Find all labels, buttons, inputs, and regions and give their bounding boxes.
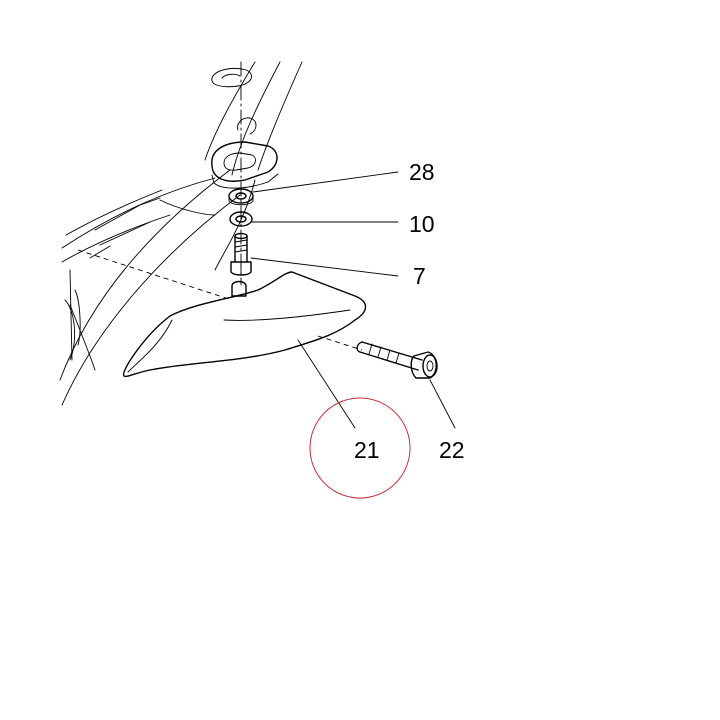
washer-28 xyxy=(228,188,254,206)
washer-10 xyxy=(229,211,253,227)
leader-line-21 xyxy=(297,339,356,429)
callout-28: 28 xyxy=(409,159,435,185)
mounting-stud xyxy=(231,280,247,297)
callout-22: 22 xyxy=(439,437,465,463)
trim-cover-21 xyxy=(122,271,367,378)
callout-21: 21 xyxy=(354,437,380,463)
leader-line-7 xyxy=(250,257,399,277)
projection-line-screw xyxy=(317,335,363,351)
callout-10: 10 xyxy=(409,211,435,237)
bolt-7 xyxy=(230,232,252,276)
leader-lines xyxy=(250,171,456,429)
body-panel xyxy=(59,61,303,406)
mount-bracket xyxy=(211,67,279,189)
leader-line-22 xyxy=(429,379,456,429)
projection-line-upper xyxy=(77,249,233,301)
callout-7: 7 xyxy=(413,263,426,289)
leader-line-28 xyxy=(252,171,399,193)
screw-22 xyxy=(356,341,438,379)
highlight-circle-21 xyxy=(309,397,411,499)
